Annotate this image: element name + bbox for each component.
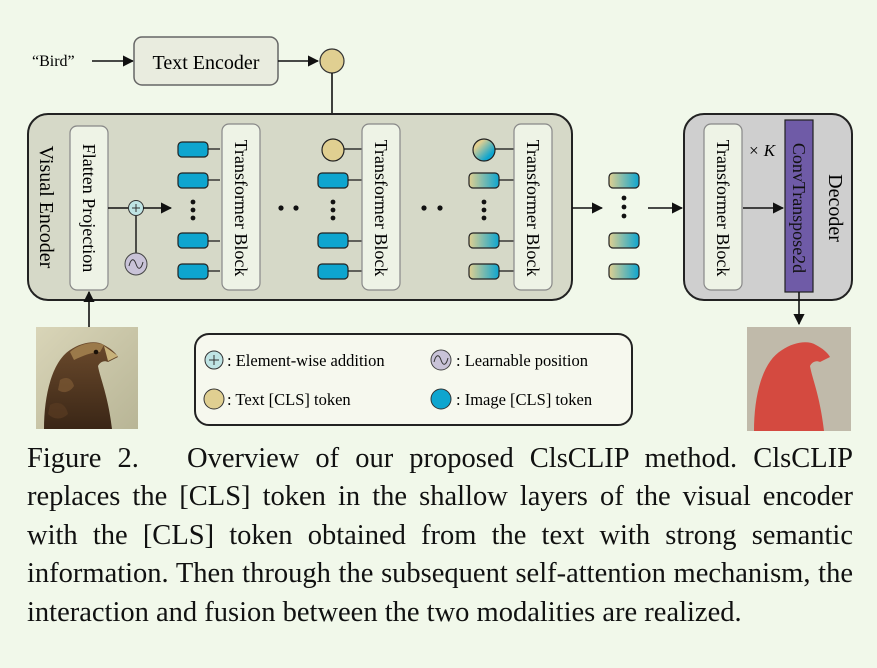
legend-image-cls-label: : Image [CLS] token — [456, 390, 592, 409]
text-encoder-label: Text Encoder — [153, 52, 260, 74]
architecture-diagram: “Bird” Text Encoder Visual Encoder Flatt… — [27, 36, 853, 431]
caption-text: Overview of our proposed ClsCLIP method.… — [27, 443, 853, 628]
visual-encoder-panel — [27, 113, 573, 301]
transformer-block-2 — [361, 123, 401, 291]
decoder-transformer-block — [703, 123, 743, 291]
transformer-block-3 — [513, 123, 553, 291]
stage1-tokens — [177, 141, 209, 280]
input-word: “Bird” — [32, 53, 75, 70]
legend-add-label: : Element-wise addition — [227, 351, 385, 370]
conv-transpose-label: ConvTranspose2d — [789, 143, 809, 273]
stage3-tokens — [468, 138, 500, 280]
legend-image-cls-icon — [430, 388, 452, 410]
conv-transpose-block — [784, 119, 814, 293]
encoder-output-tokens — [608, 172, 640, 280]
legend-text-cls-icon — [203, 388, 225, 410]
transformer-block-2-label: Transformer Block — [371, 140, 391, 277]
caption-label: Figure 2. — [27, 443, 139, 474]
transformer-block-1 — [221, 123, 261, 291]
transformer-block-3-label: Transformer Block — [523, 140, 543, 277]
decoder-transformer-block-label: Transformer Block — [713, 140, 733, 277]
text-cls-token-output — [319, 48, 345, 74]
figure-caption: Figure 2. Overview of our proposed ClsCL… — [27, 440, 853, 632]
transformer-block-1-label: Transformer Block — [231, 140, 251, 277]
legend-text-cls-label: : Text [CLS] token — [227, 390, 351, 409]
times-k-label: × K — [748, 141, 777, 160]
input-bird-image — [36, 327, 138, 429]
legend-position-label: : Learnable position — [456, 351, 588, 370]
visual-encoder-label: Visual Encoder — [35, 146, 57, 269]
output-bird-image — [747, 327, 851, 431]
legend-box — [194, 333, 633, 426]
stage2-tokens — [317, 138, 349, 280]
flatten-projection-label: Flatten Projection — [79, 144, 99, 272]
decoder-label: Decoder — [824, 174, 846, 242]
